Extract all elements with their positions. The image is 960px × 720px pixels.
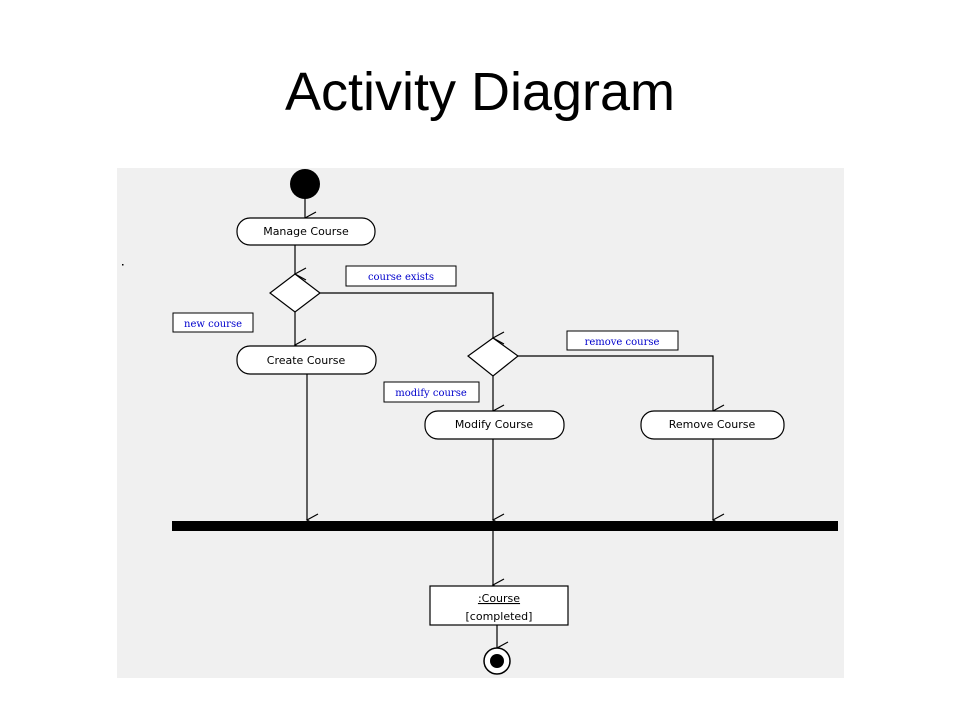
object-node-state: [completed] xyxy=(466,610,533,623)
activity-remove-course-label: Remove Course xyxy=(669,418,756,431)
activity-remove-course: Remove Course xyxy=(640,410,785,440)
guard-remove-course: remove course xyxy=(566,330,679,351)
decision-node-1 xyxy=(269,273,321,313)
guard-remove-course-label: remove course xyxy=(585,337,660,348)
activity-create-course: Create Course xyxy=(236,345,377,375)
guard-new-course-label: new course xyxy=(184,319,242,330)
initial-node xyxy=(290,169,320,199)
guard-course-exists: course exists xyxy=(345,265,457,287)
activity-modify-course-label: Modify Course xyxy=(455,418,534,431)
activity-manage-course-label: Manage Course xyxy=(263,225,349,238)
guard-new-course: new course xyxy=(172,312,254,333)
activity-manage-course: Manage Course xyxy=(236,217,376,246)
join-bar xyxy=(172,521,838,531)
flow-decision2-to-remove xyxy=(518,355,725,418)
guard-course-exists-label: course exists xyxy=(368,272,434,283)
flow-decision-to-decision2 xyxy=(320,292,505,345)
guard-modify-course: modify course xyxy=(383,381,480,403)
activity-create-course-label: Create Course xyxy=(267,354,346,367)
object-node-course: :Course [completed] xyxy=(429,585,569,626)
decision-node-2 xyxy=(467,337,519,377)
control-flows xyxy=(293,196,725,655)
canvas-dot xyxy=(122,264,124,266)
slide-title: Activity Diagram xyxy=(284,62,676,122)
object-node-name: :Course xyxy=(478,592,520,605)
final-node xyxy=(483,647,511,675)
guard-modify-course-label: modify course xyxy=(395,388,467,399)
activity-modify-course: Modify Course xyxy=(424,410,565,440)
